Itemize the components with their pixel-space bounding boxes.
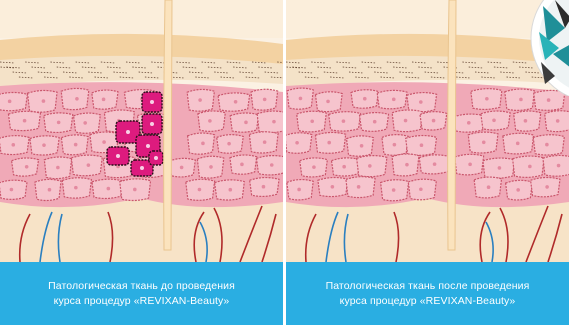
before-caption: Патологическая ткань до проведения курса… xyxy=(0,262,283,325)
before-caption-line1: Патологическая ткань до проведения xyxy=(48,279,235,294)
after-panel: Патологическая ткань после проведения ку… xyxy=(286,0,569,325)
after-caption-line1: Патологическая ткань после проведения xyxy=(326,279,530,294)
corner-badge-icon xyxy=(525,0,569,96)
after-caption-line2: курса процедур «REVIXAN-Beauty» xyxy=(340,294,516,309)
before-caption-line2: курса процедур «REVIXAN-Beauty» xyxy=(54,294,230,309)
after-caption: Патологическая ткань после проведения ку… xyxy=(286,262,569,325)
before-panel: Патологическая ткань до проведения курса… xyxy=(0,0,283,325)
